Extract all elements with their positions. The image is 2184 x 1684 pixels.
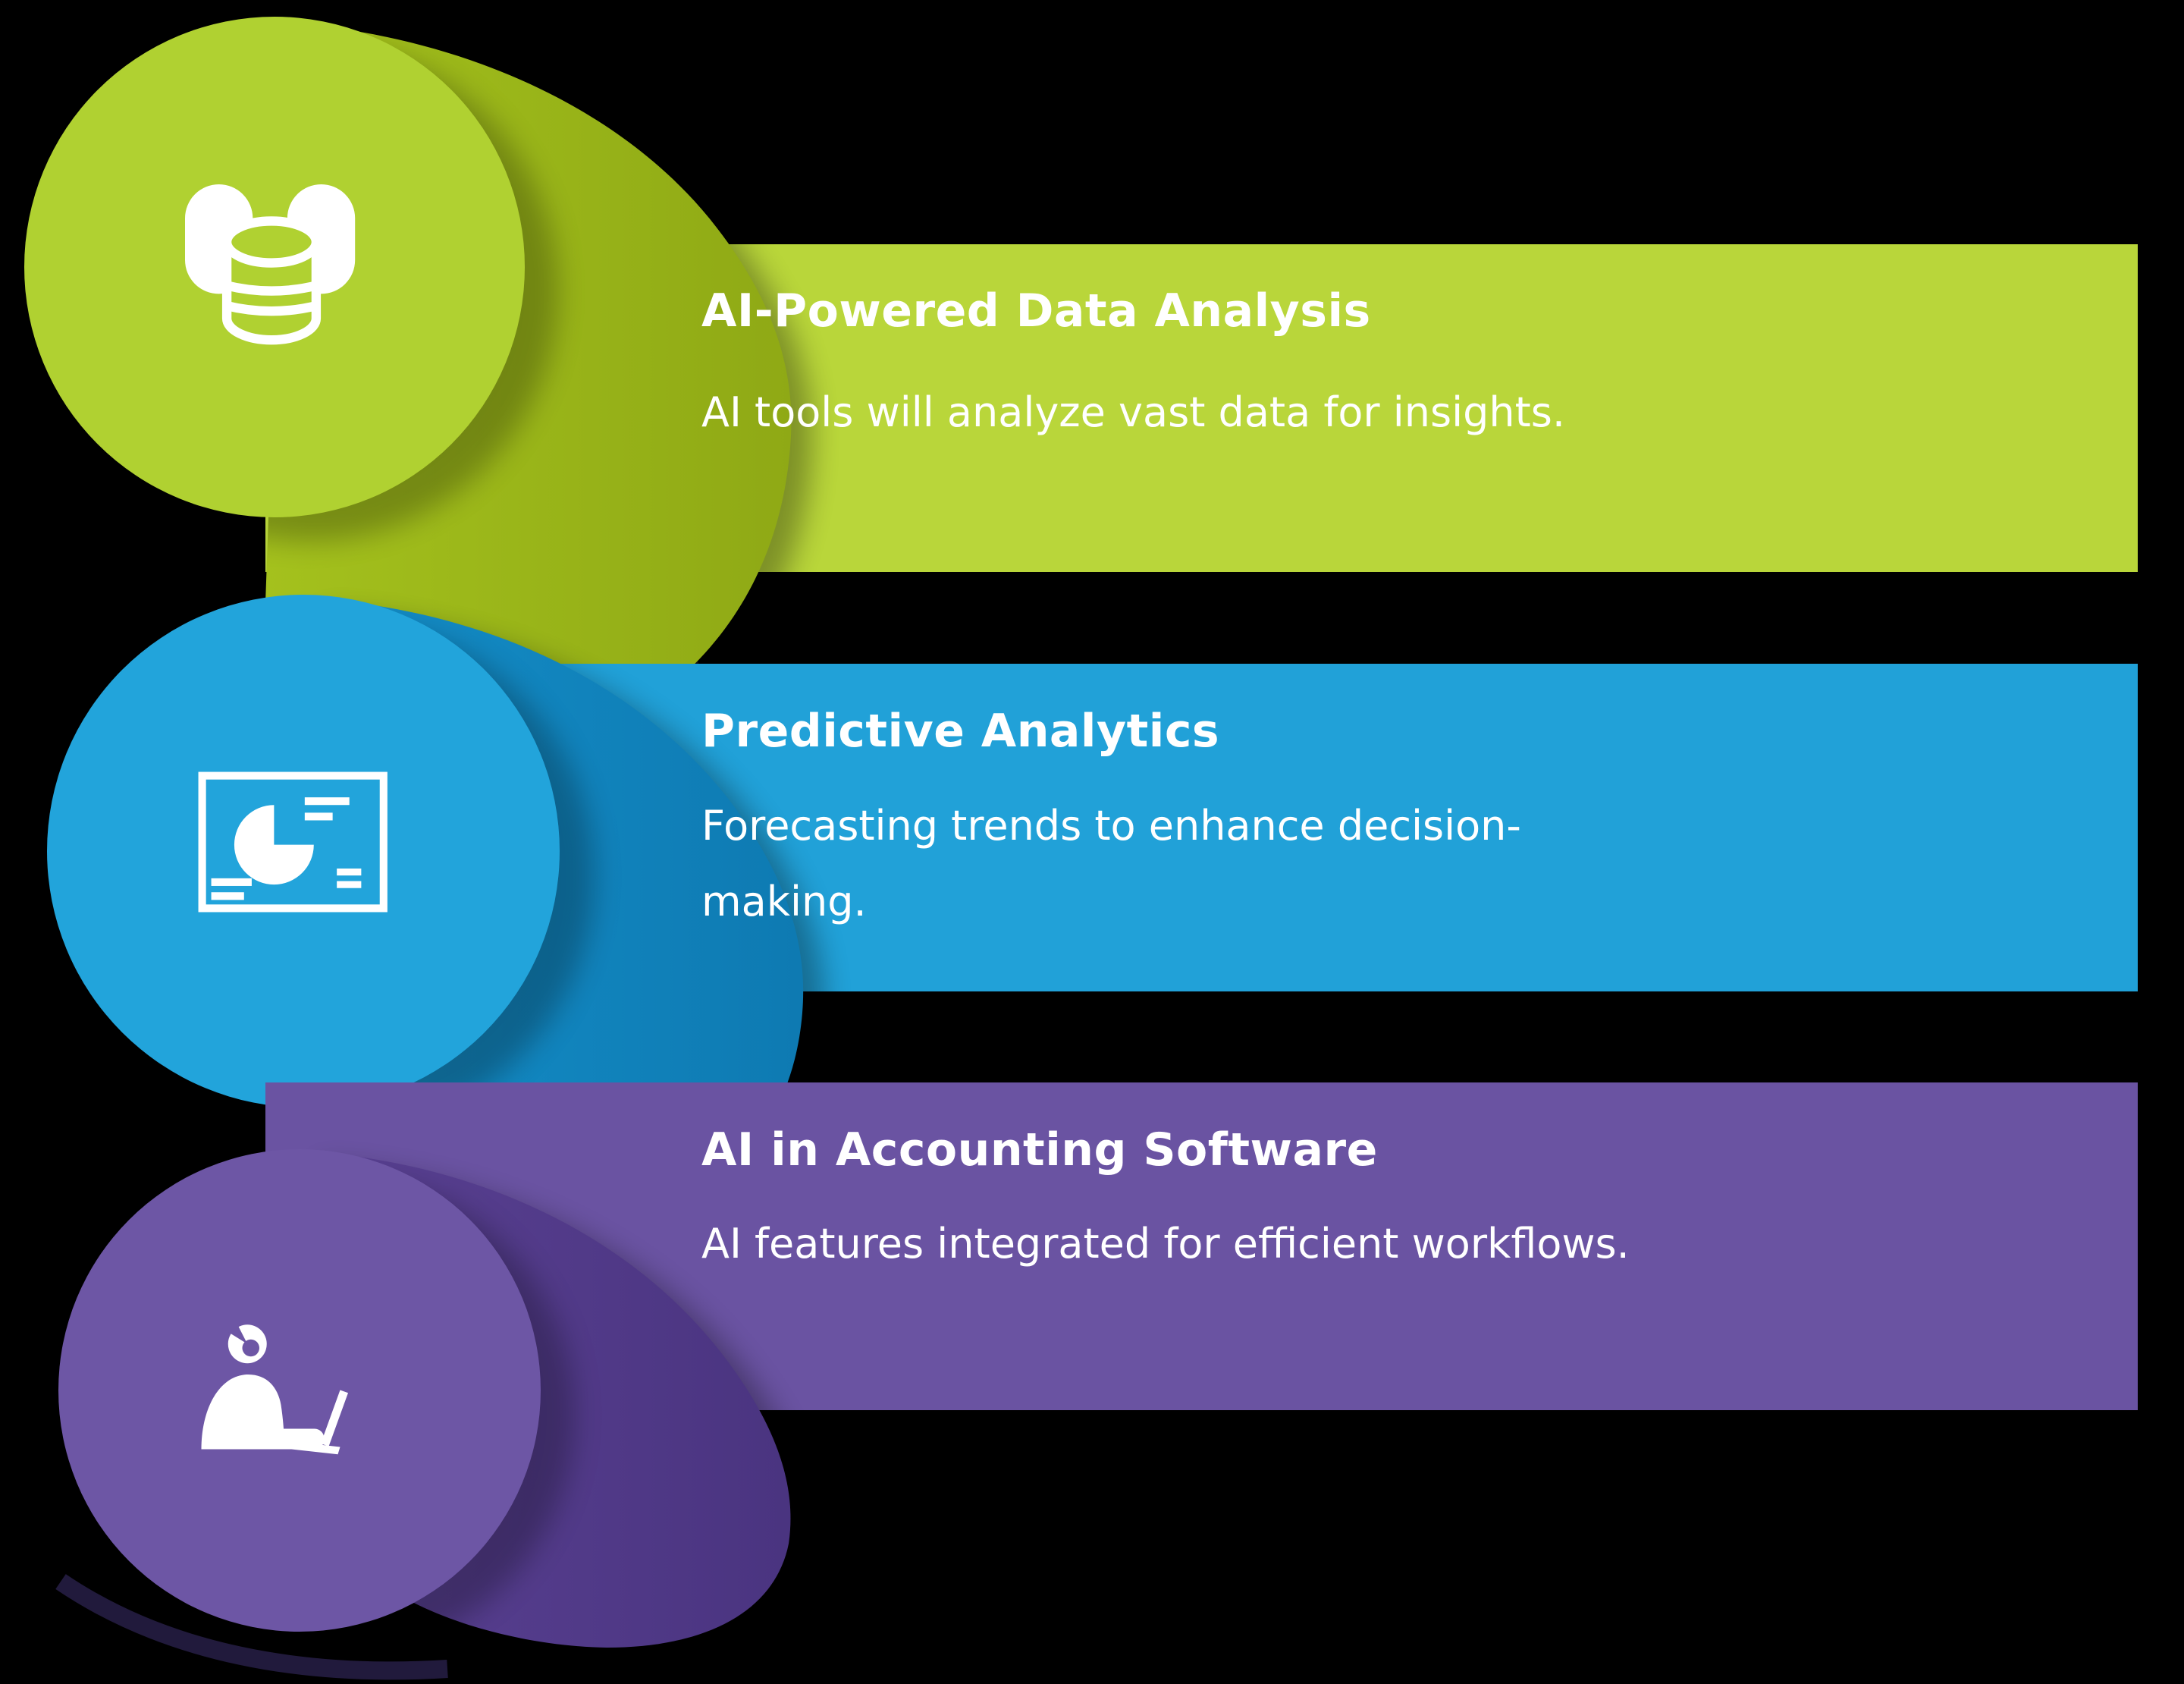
connector-line-3 (55, 1574, 448, 1680)
person-laptop-icon (201, 1318, 348, 1455)
row3-icon-circle (58, 1149, 541, 1632)
row3-graphic (58, 1149, 812, 1663)
row2-description-line1: Forecasting trends to enhance decision- (701, 802, 1521, 850)
presentation-chart-icon (198, 771, 388, 913)
row2-description-line2: making. (701, 878, 867, 925)
row1-description: AI tools will analyze vast data for insi… (701, 388, 1566, 436)
database-icon (185, 184, 356, 345)
row3-description: AI features integrated for efficient wor… (701, 1220, 1630, 1268)
row3-title: AI in Accounting Software (701, 1123, 1378, 1177)
row1-graphic (24, 17, 813, 768)
row2-title: Predictive Analytics (701, 705, 1220, 758)
row1-title: AI-Powered Data Analysis (701, 284, 1371, 338)
